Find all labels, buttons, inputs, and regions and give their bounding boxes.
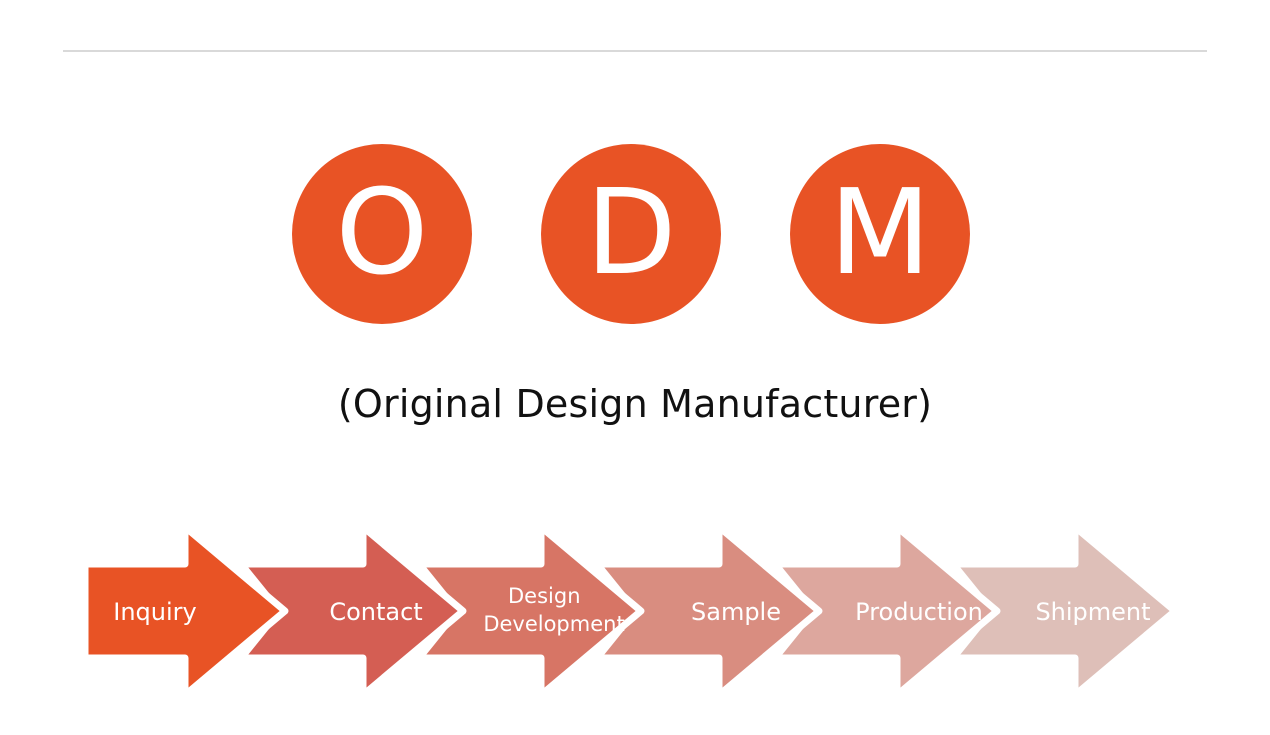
odm-letters: O D M — [0, 144, 1270, 324]
letter-m: M — [829, 163, 931, 301]
letter-circle-m: M — [790, 144, 970, 324]
step-label-4: Sample — [691, 598, 781, 626]
step-label-3-line-2: Development — [483, 612, 624, 636]
letter-d: D — [585, 163, 677, 301]
step-label-6: Shipment — [1035, 598, 1150, 626]
letter-circle-o: O — [292, 144, 472, 324]
top-divider — [63, 50, 1207, 52]
step-label-2: Contact — [329, 598, 422, 626]
step-label-5: Production — [855, 598, 983, 626]
step-arrow-1 — [81, 523, 289, 699]
step-label-3-line-1: Design — [508, 584, 581, 608]
letter-circle-d: D — [541, 144, 721, 324]
subtitle: (Original Design Manufacturer) — [337, 382, 933, 426]
step-label-1: Inquiry — [113, 598, 196, 626]
letter-o: O — [335, 163, 429, 301]
